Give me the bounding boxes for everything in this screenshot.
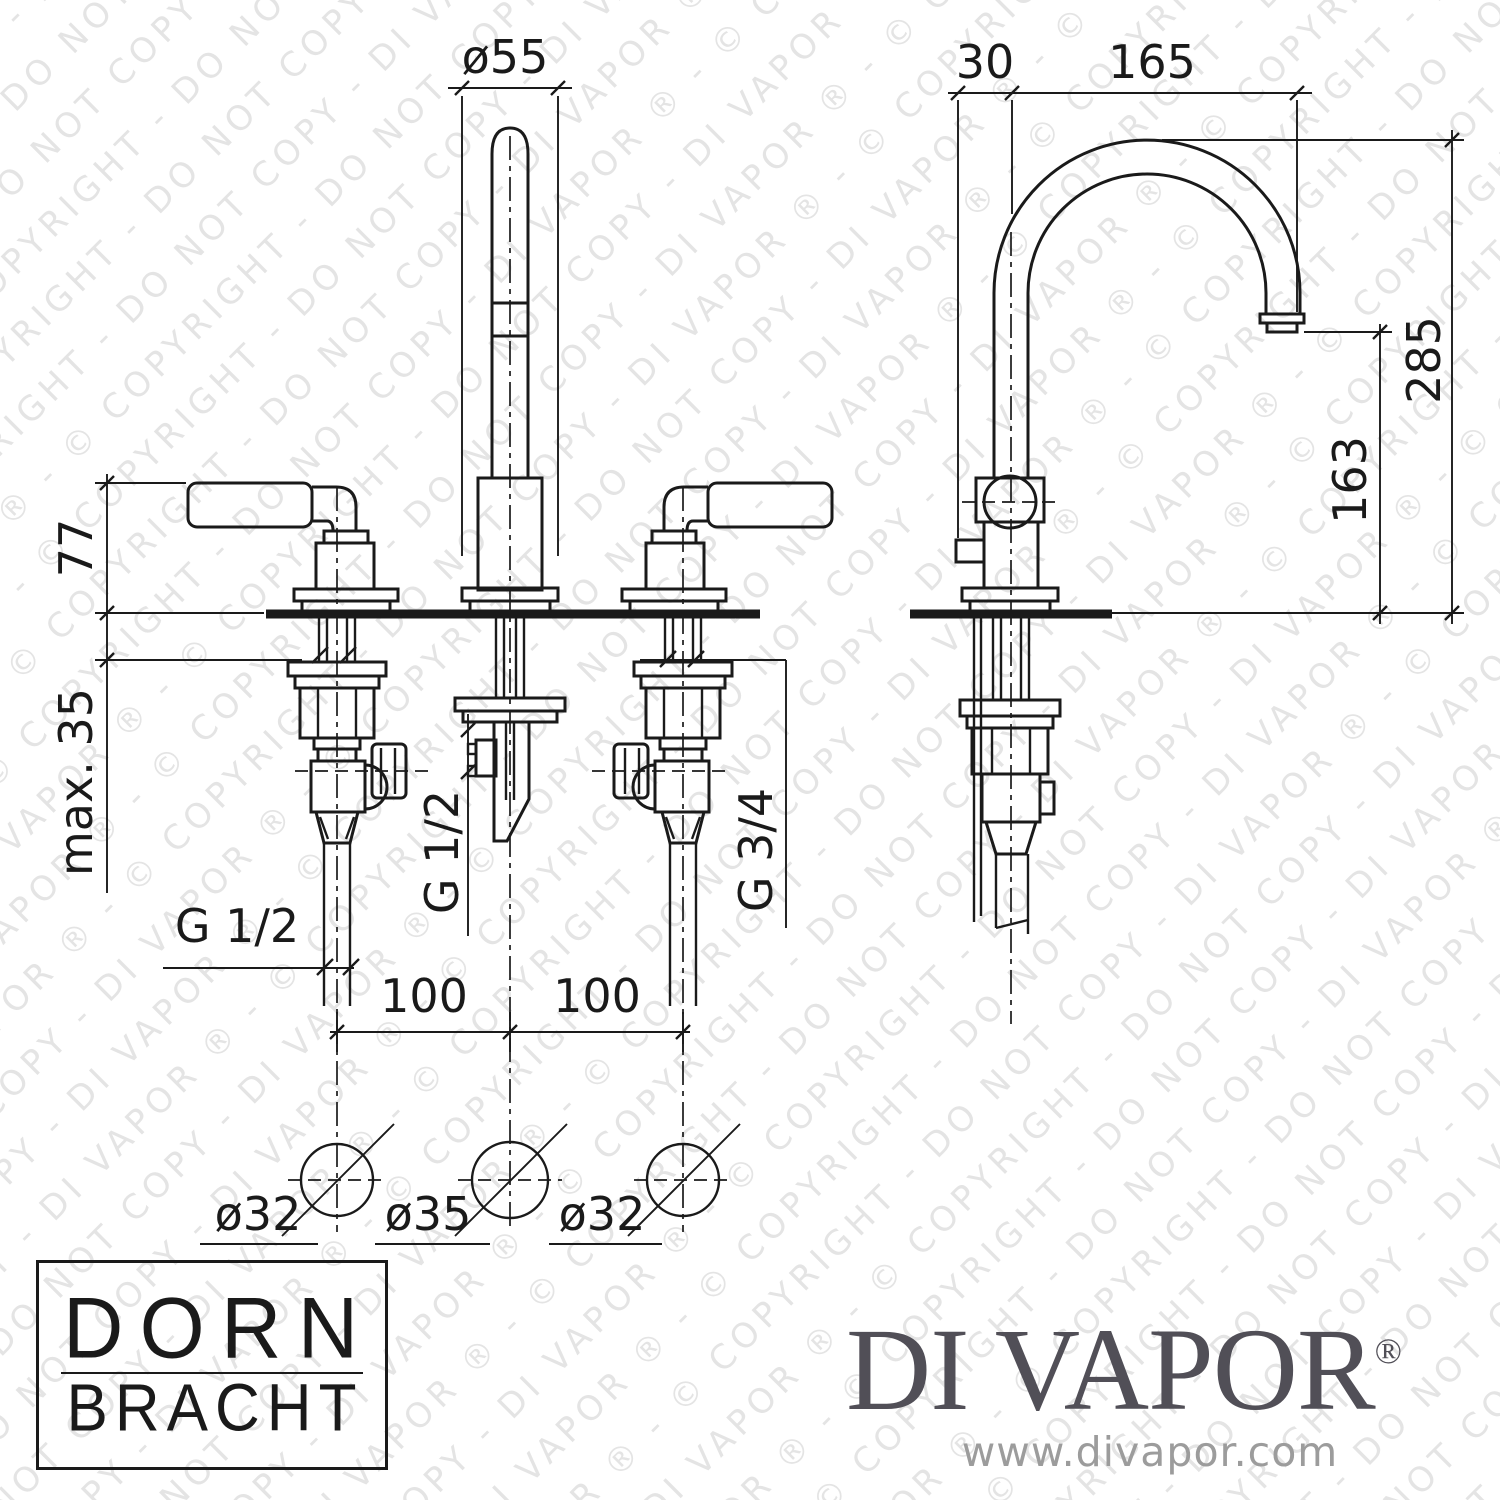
dim-label-g12-mid: G 1/2 <box>415 790 469 914</box>
side-view: 30 165 285 163 <box>910 35 1464 1024</box>
dim-label-dia55: ø55 <box>462 30 549 84</box>
dim-label-dia32-left: ø32 <box>215 1187 302 1241</box>
dim-left-thread: G 1/2 <box>163 899 360 976</box>
dim-label-163: 163 <box>1323 436 1377 524</box>
dim-center-thread: G 1/2 <box>415 714 476 936</box>
dim-left-heights: 77 max. 35 <box>49 474 357 893</box>
dim-label-285: 285 <box>1397 316 1451 404</box>
spout-front <box>460 126 560 616</box>
dim-reach: 30 165 <box>948 35 1312 538</box>
right-valve-body <box>612 618 734 1006</box>
dim-label-100-left: 100 <box>380 969 468 1023</box>
spout-side <box>992 138 1306 478</box>
dornbracht-logo-divider <box>61 1372 363 1375</box>
left-valve-body <box>286 618 408 1006</box>
dim-label-100-right: 100 <box>553 969 641 1023</box>
dornbracht-logo-line2: BRACHT <box>66 1371 364 1447</box>
dim-label-30: 30 <box>956 35 1015 89</box>
dim-label-dia35: ø35 <box>385 1187 472 1241</box>
divapor-logo-name: DI VAPOR <box>846 1304 1376 1435</box>
dim-outlet-height: 163 <box>1112 324 1464 624</box>
dim-hole-spacing: 100 100 <box>329 969 691 1052</box>
side-valve-body <box>958 618 1062 934</box>
front-centerlines <box>288 136 732 1232</box>
dim-label-max35: max. 35 <box>49 688 103 876</box>
divapor-url: www.divapor.com <box>961 1428 1339 1476</box>
divapor-registered-mark: ® <box>1374 1331 1403 1371</box>
dim-right-thread: G 3/4 <box>640 650 787 928</box>
divapor-logo: DI VAPOR® <box>846 1302 1494 1438</box>
dim-spout-diameter: ø55 <box>448 30 572 556</box>
dim-label-77: 77 <box>49 519 103 578</box>
dim-label-165: 165 <box>1108 35 1196 89</box>
front-view: ø55 77 max. 35 G 1/2 <box>49 30 834 1245</box>
hole-right <box>645 1142 721 1218</box>
dim-total-height: 285 <box>1162 130 1464 624</box>
side-centerlines <box>962 232 1060 1024</box>
right-handle <box>620 481 834 616</box>
dim-label-g12-left: G 1/2 <box>175 899 299 953</box>
side-body <box>954 474 1060 616</box>
dornbracht-logo: DORN BRACHT <box>36 1260 388 1470</box>
hole-center <box>470 1140 550 1220</box>
hole-left <box>299 1142 375 1218</box>
mounting-holes: ø32 ø35 ø32 <box>200 1123 741 1245</box>
left-handle <box>186 481 400 616</box>
dornbracht-logo-line1: DORN <box>63 1280 375 1376</box>
center-waste-body <box>453 618 567 843</box>
dim-label-dia32-right: ø32 <box>559 1187 646 1241</box>
dim-label-g34: G 3/4 <box>729 788 783 912</box>
